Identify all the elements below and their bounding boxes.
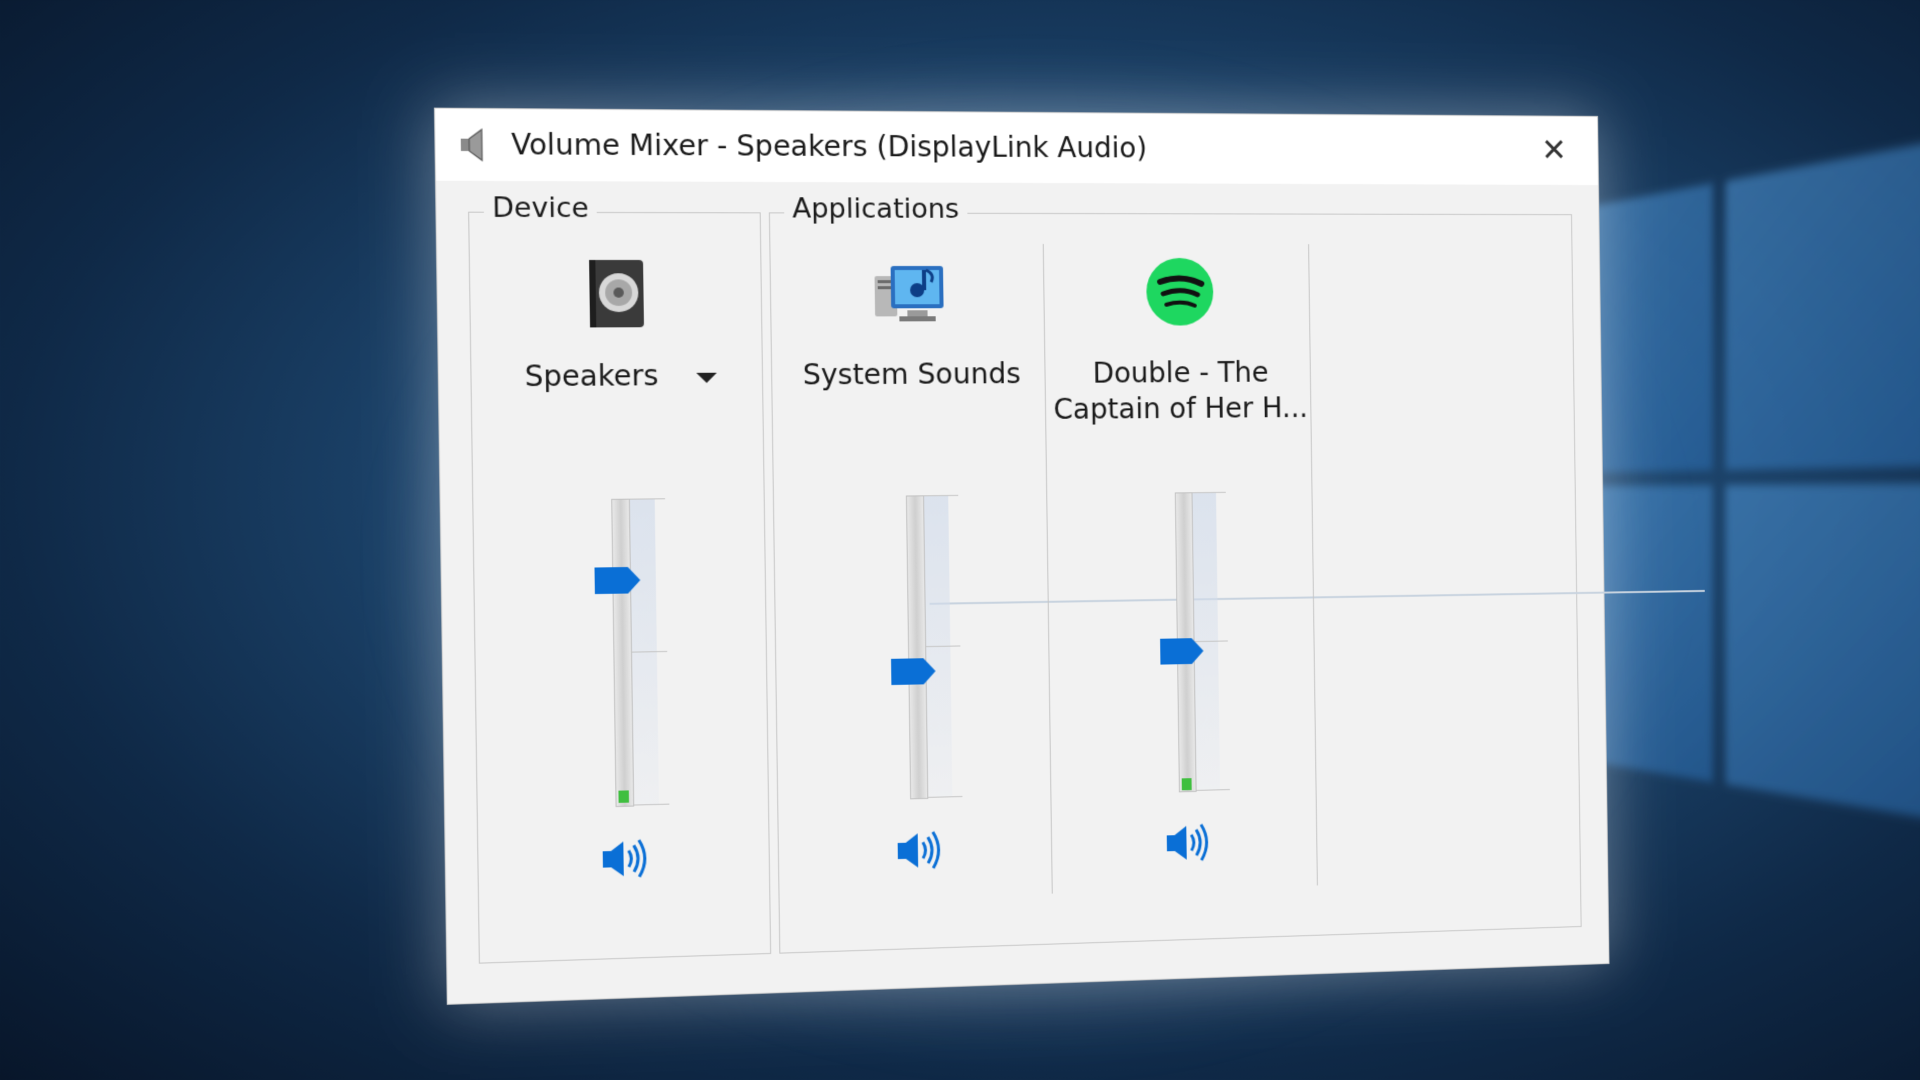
mute-toggle-button[interactable] [1163, 819, 1213, 866]
slider-tick [924, 494, 959, 497]
window-title: Volume Mixer - Speakers (DisplayLink Aud… [511, 127, 1148, 165]
volume-link-line [929, 589, 1705, 605]
device-group: Device Speakers [468, 192, 772, 964]
slider-tick [629, 498, 666, 500]
slider-tick [928, 795, 963, 798]
volume-slider-thumb[interactable] [592, 565, 642, 596]
channel-speakers: Speakers [480, 213, 760, 952]
channel-spotify: Double - The Captain of Her H... [1050, 214, 1315, 933]
peak-meter [1181, 778, 1192, 791]
device-name[interactable]: Speakers [524, 358, 659, 394]
channel-name: System Sounds [802, 357, 1021, 392]
volume-slider-thumb[interactable] [1158, 636, 1206, 667]
volume-slider-thumb[interactable] [889, 656, 938, 687]
title-bar: Volume Mixer - Speakers (DisplayLink Aud… [435, 108, 1599, 186]
mute-toggle-button[interactable] [598, 835, 650, 883]
mute-toggle-button[interactable] [893, 827, 944, 875]
channel-system-sounds: System Sounds [778, 213, 1050, 942]
speaker-icon [460, 127, 490, 162]
channel-name: Double - The Captain of Her H... [1053, 355, 1309, 426]
applications-group: Applications System Sounds [768, 193, 1705, 954]
slider-tick [1192, 491, 1226, 494]
speaker-device-icon[interactable] [574, 254, 658, 336]
slider-tick [1196, 789, 1230, 791]
system-sounds-icon[interactable] [870, 254, 952, 335]
spotify-icon[interactable] [1140, 254, 1220, 334]
chevron-down-icon[interactable] [696, 372, 717, 384]
windows-logo-background [1562, 140, 1920, 860]
peak-meter [618, 790, 629, 803]
volume-mixer-window: Volume Mixer - Speakers (DisplayLink Aud… [433, 107, 1705, 1005]
close-button[interactable]: ✕ [1541, 131, 1568, 169]
slider-tick [634, 803, 670, 806]
